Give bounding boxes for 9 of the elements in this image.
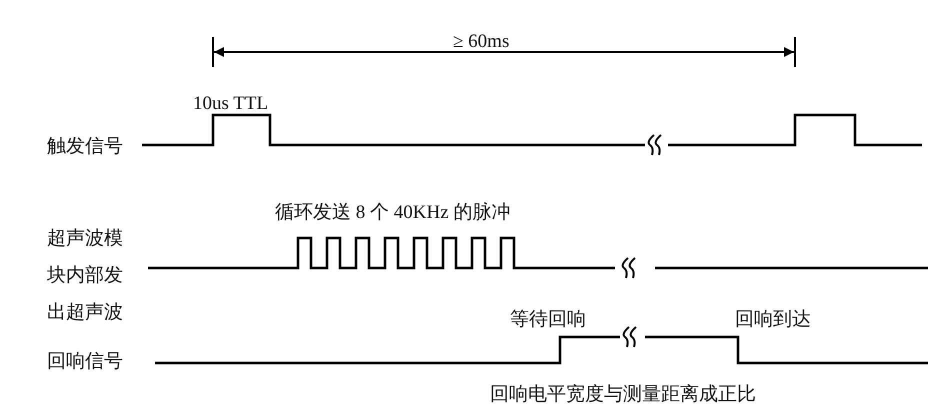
pulse-label: 10us TTL: [193, 94, 268, 113]
state-label: 等待回响: [510, 310, 586, 329]
pulse-label: 循环发送 8 个 40KHz 的脉冲: [275, 203, 510, 222]
signal-name: 触发信号: [47, 137, 123, 156]
signal-name: 回响信号: [47, 352, 123, 371]
signal-name: 超声波模块内部发出超声波: [47, 227, 124, 325]
note-text: 回响电平宽度与测量距离成正比: [490, 385, 756, 404]
dimension-label: ≥ 60ms: [453, 32, 510, 51]
state-label: 回响到达: [735, 310, 811, 329]
